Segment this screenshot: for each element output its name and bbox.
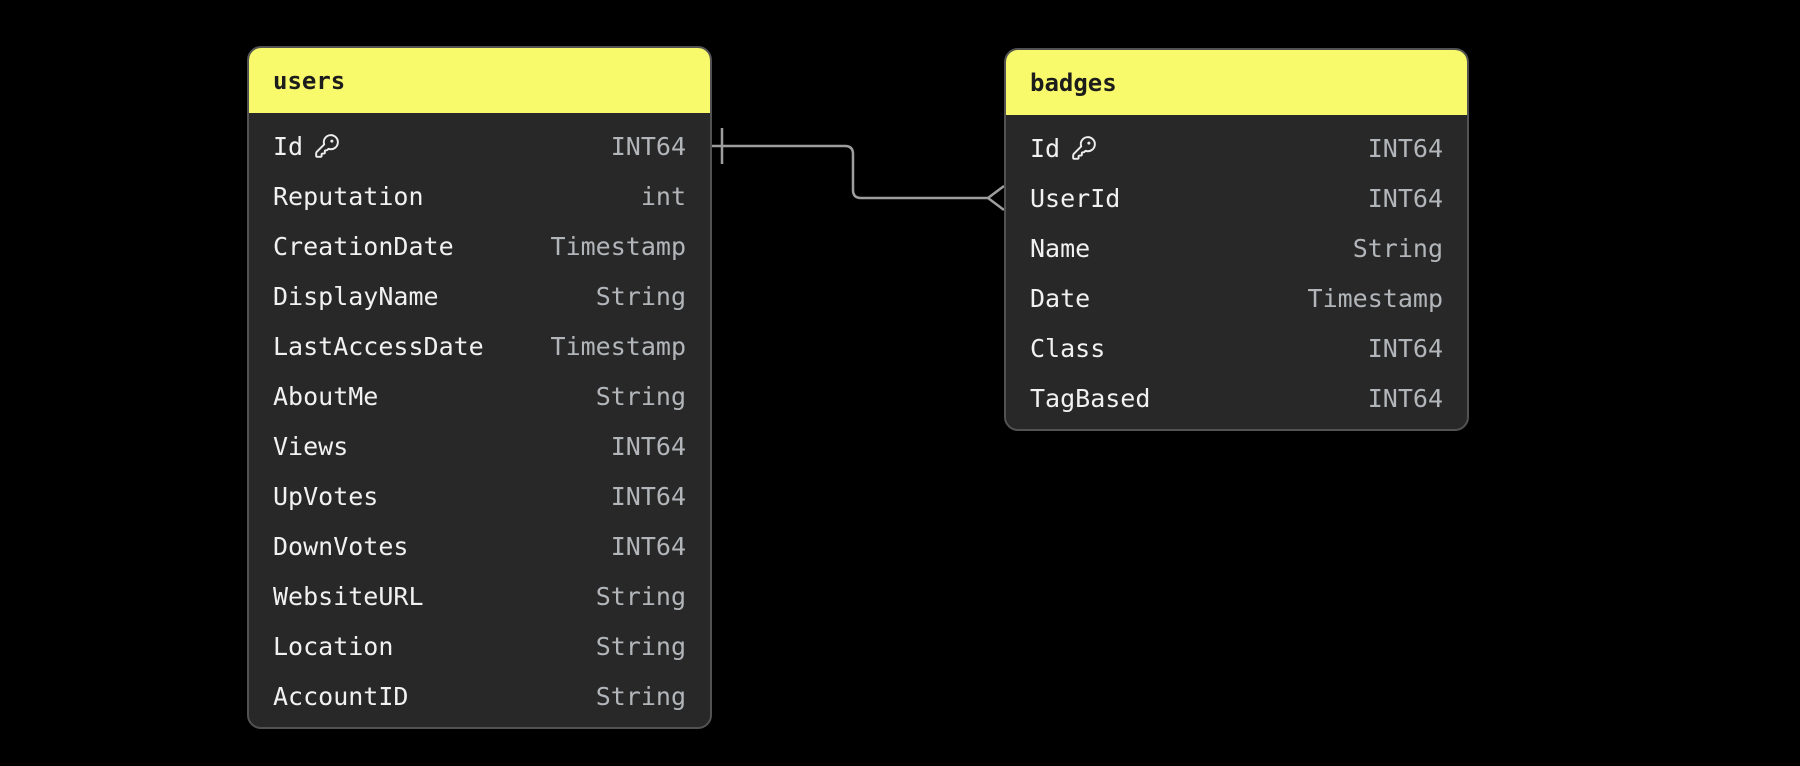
field-type: INT64 [1367, 383, 1443, 413]
badges-field-row-date[interactable]: Date Timestamp [1006, 273, 1467, 323]
field-name: DisplayName [273, 281, 439, 311]
field-type: INT64 [1367, 333, 1443, 363]
field-type: INT64 [610, 431, 686, 461]
table-users-header[interactable]: users [249, 48, 710, 113]
badges-field-row-userid[interactable]: UserId INT64 [1006, 173, 1467, 223]
field-name: WebsiteURL [273, 581, 424, 611]
users-field-row-views[interactable]: Views INT64 [249, 421, 710, 471]
field-type: String [595, 581, 686, 611]
field-name: Name [1030, 233, 1091, 263]
users-field-row-displayname[interactable]: DisplayName String [249, 271, 710, 321]
field-type: String [595, 681, 686, 711]
field-name: DownVotes [273, 531, 409, 561]
field-name: Id [273, 131, 304, 161]
table-badges[interactable]: badges Id INT64 UserId INT64 [1004, 48, 1469, 431]
relationship-line[interactable] [712, 144, 988, 200]
field-type: int [640, 181, 686, 211]
field-type: String [595, 631, 686, 661]
field-name: AboutMe [273, 381, 379, 411]
users-field-row-downvotes[interactable]: DownVotes INT64 [249, 521, 710, 571]
badges-field-row-name[interactable]: Name String [1006, 223, 1467, 273]
users-field-row-upvotes[interactable]: UpVotes INT64 [249, 471, 710, 521]
users-field-row-websiteurl[interactable]: WebsiteURL String [249, 571, 710, 621]
field-name: Class [1030, 333, 1106, 363]
users-field-row-accountid[interactable]: AccountID String [249, 671, 710, 721]
field-type: String [1352, 233, 1443, 263]
table-users-title: users [273, 66, 346, 95]
badges-field-row-tagbased[interactable]: TagBased INT64 [1006, 373, 1467, 423]
table-badges-header[interactable]: badges [1006, 50, 1467, 115]
field-type: INT64 [1367, 183, 1443, 213]
users-field-row-reputation[interactable]: Reputation int [249, 171, 710, 221]
field-type: INT64 [610, 131, 686, 161]
field-type: Timestamp [550, 331, 686, 361]
relationship-users-id-badges-userid[interactable] [712, 128, 1005, 211]
field-name: Views [273, 431, 349, 461]
field-name: Location [273, 631, 394, 661]
table-users[interactable]: users Id INT64 Reputation int [247, 46, 712, 729]
users-field-row-location[interactable]: Location String [249, 621, 710, 671]
field-type: Timestamp [1307, 283, 1443, 313]
field-type: Timestamp [550, 231, 686, 261]
field-type: String [595, 281, 686, 311]
table-users-body: Id INT64 Reputation int CreationDate Tim… [249, 113, 710, 727]
field-name: LastAccessDate [273, 331, 484, 361]
table-badges-title: badges [1030, 68, 1117, 97]
field-name: Reputation [273, 181, 424, 211]
many-cardinality-marker [986, 185, 1005, 211]
primary-key-icon [1071, 135, 1097, 161]
users-field-row-lastaccessdate[interactable]: LastAccessDate Timestamp [249, 321, 710, 371]
field-name: Date [1030, 283, 1091, 313]
field-type: INT64 [1367, 133, 1443, 163]
field-name: Id [1030, 133, 1061, 163]
field-name: UpVotes [273, 481, 379, 511]
field-name: CreationDate [273, 231, 454, 261]
field-name: UserId [1030, 183, 1121, 213]
users-field-row-creationdate[interactable]: CreationDate Timestamp [249, 221, 710, 271]
users-field-row-id[interactable]: Id INT64 [249, 121, 710, 171]
field-name: AccountID [273, 681, 409, 711]
badges-field-row-class[interactable]: Class INT64 [1006, 323, 1467, 373]
field-name: TagBased [1030, 383, 1151, 413]
table-badges-body: Id INT64 UserId INT64 Name String [1006, 115, 1467, 429]
field-type: INT64 [610, 481, 686, 511]
field-type: INT64 [610, 531, 686, 561]
users-field-row-aboutme[interactable]: AboutMe String [249, 371, 710, 421]
field-type: String [595, 381, 686, 411]
badges-field-row-id[interactable]: Id INT64 [1006, 123, 1467, 173]
primary-key-icon [314, 133, 340, 159]
